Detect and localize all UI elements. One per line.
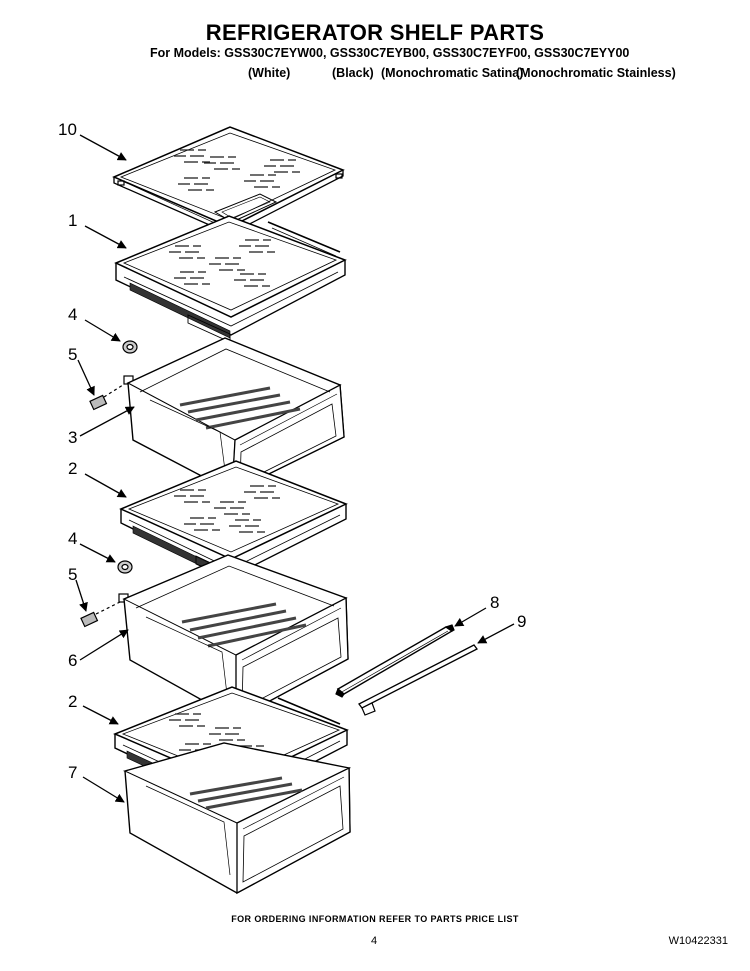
callout-5-upper: 5 (68, 345, 77, 364)
screw-5-upper (89, 375, 134, 411)
callout-2-upper: 2 (68, 459, 77, 478)
variant-black: (Black) (332, 66, 374, 80)
cam-4-lower (117, 560, 133, 574)
callout-9: 9 (517, 612, 526, 631)
drawer-6 (122, 554, 349, 721)
rail-8 (335, 624, 455, 698)
callout-5-lower: 5 (68, 565, 77, 584)
drawer-7 (122, 742, 352, 895)
cam-4-upper (122, 340, 138, 354)
shelf-1 (114, 215, 347, 343)
page-number: 4 (371, 935, 378, 947)
page-title: REFRIGERATOR SHELF PARTS (205, 20, 545, 45)
variant-satina: (Monochromatic Satina) (381, 66, 524, 80)
callout-4-upper: 4 (68, 305, 77, 324)
callout-6: 6 (68, 651, 77, 670)
callout-1: 1 (68, 211, 77, 230)
callout-8: 8 (490, 593, 499, 612)
ordering-note: FOR ORDERING INFORMATION REFER TO PARTS … (231, 914, 519, 924)
callout-10: 10 (58, 120, 77, 139)
variant-white: (White) (248, 66, 291, 80)
shelf-10 (112, 126, 345, 235)
callout-7: 7 (68, 763, 77, 782)
drawer-3 (126, 337, 345, 494)
variant-stainless: (Monochromatic Stainless) (516, 66, 676, 80)
screw-5-lower (80, 593, 129, 628)
leader-lines (75, 134, 515, 803)
document-number: W10422331 (668, 935, 728, 947)
callout-2-lower: 2 (68, 692, 77, 711)
callout-3: 3 (68, 428, 77, 447)
callout-4-lower: 4 (68, 529, 77, 548)
rail-9 (358, 644, 478, 716)
models-line: For Models: GSS30C7EYW00, GSS30C7EYB00, … (150, 46, 630, 60)
